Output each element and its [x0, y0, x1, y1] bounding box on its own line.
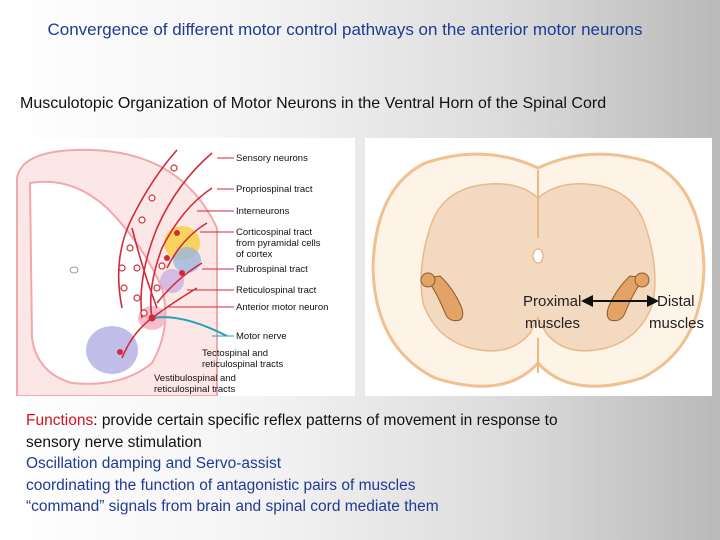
functions-label: Functions: [26, 412, 94, 429]
label-proximal: Proximal: [523, 293, 581, 310]
functions-line-3: Oscillation damping and Servo-assist: [26, 455, 282, 472]
functions-line-1: Functions: provide certain specific refl…: [26, 410, 696, 432]
label-rubrospinal-tract: Rubrospinal tract: [236, 264, 308, 275]
label-corticospinal-2: from pyramidal cells: [236, 238, 321, 249]
label-interneurons: Interneurons: [236, 206, 290, 217]
gray-matter-butterfly: [420, 183, 656, 352]
reticulospinal-area: [160, 269, 184, 293]
label-sensory-neurons: Sensory neurons: [236, 153, 308, 164]
slide-subtitle: Musculotopic Organization of Motor Neuro…: [20, 95, 607, 112]
label-reticulospinal-tract: Reticulospinal tract: [236, 285, 317, 296]
distal-arm-icon: [606, 272, 650, 322]
proximal-arm-icon: [420, 272, 464, 322]
label-proximal-muscles: muscles: [525, 315, 580, 332]
ventral-horn-pathways-diagram: Sensory neurons Propriospinal tract Inte…: [12, 138, 355, 396]
gray-matter: [28, 180, 167, 385]
label-distal-muscles: muscles: [649, 315, 704, 332]
label-motor-nerve: Motor nerve: [236, 331, 287, 342]
functions-line-5: “command” signals from brain and spinal …: [26, 498, 439, 515]
label-vestibulospinal-2: reticulospinal tracts: [154, 384, 236, 395]
label-anterior-motor-neuron: Anterior motor neuron: [236, 302, 328, 313]
label-tectospinal-1: Tectospinal and: [202, 348, 268, 359]
central-canal-right: [532, 248, 544, 264]
label-corticospinal-1: Corticospinal tract: [236, 227, 312, 238]
label-corticospinal-3: of cortex: [236, 249, 273, 260]
central-canal: [69, 266, 79, 274]
label-propriospinal-tract: Propriospinal tract: [236, 184, 313, 195]
functions-line-4: coordinating the function of antagonisti…: [26, 476, 416, 494]
label-tectospinal-2: reticulospinal tracts: [202, 359, 284, 370]
rubrospinal-area: [173, 247, 201, 273]
motor-nerve-line: [151, 316, 228, 337]
functions-line-2: sensory nerve stimulation: [26, 433, 202, 451]
label-distal: Distal: [657, 293, 695, 310]
slide-title: Convergence of different motor control p…: [47, 20, 643, 39]
functions-line-1-rest: : provide certain specific reflex patter…: [93, 412, 558, 429]
vestibulospinal-area: [86, 326, 138, 374]
spinal-cord-cross-section: Proximal muscles Distal muscles: [365, 138, 712, 396]
functions-text: Functions: provide certain specific refl…: [26, 410, 696, 518]
label-vestibulospinal-1: Vestibulospinal and: [154, 373, 236, 384]
